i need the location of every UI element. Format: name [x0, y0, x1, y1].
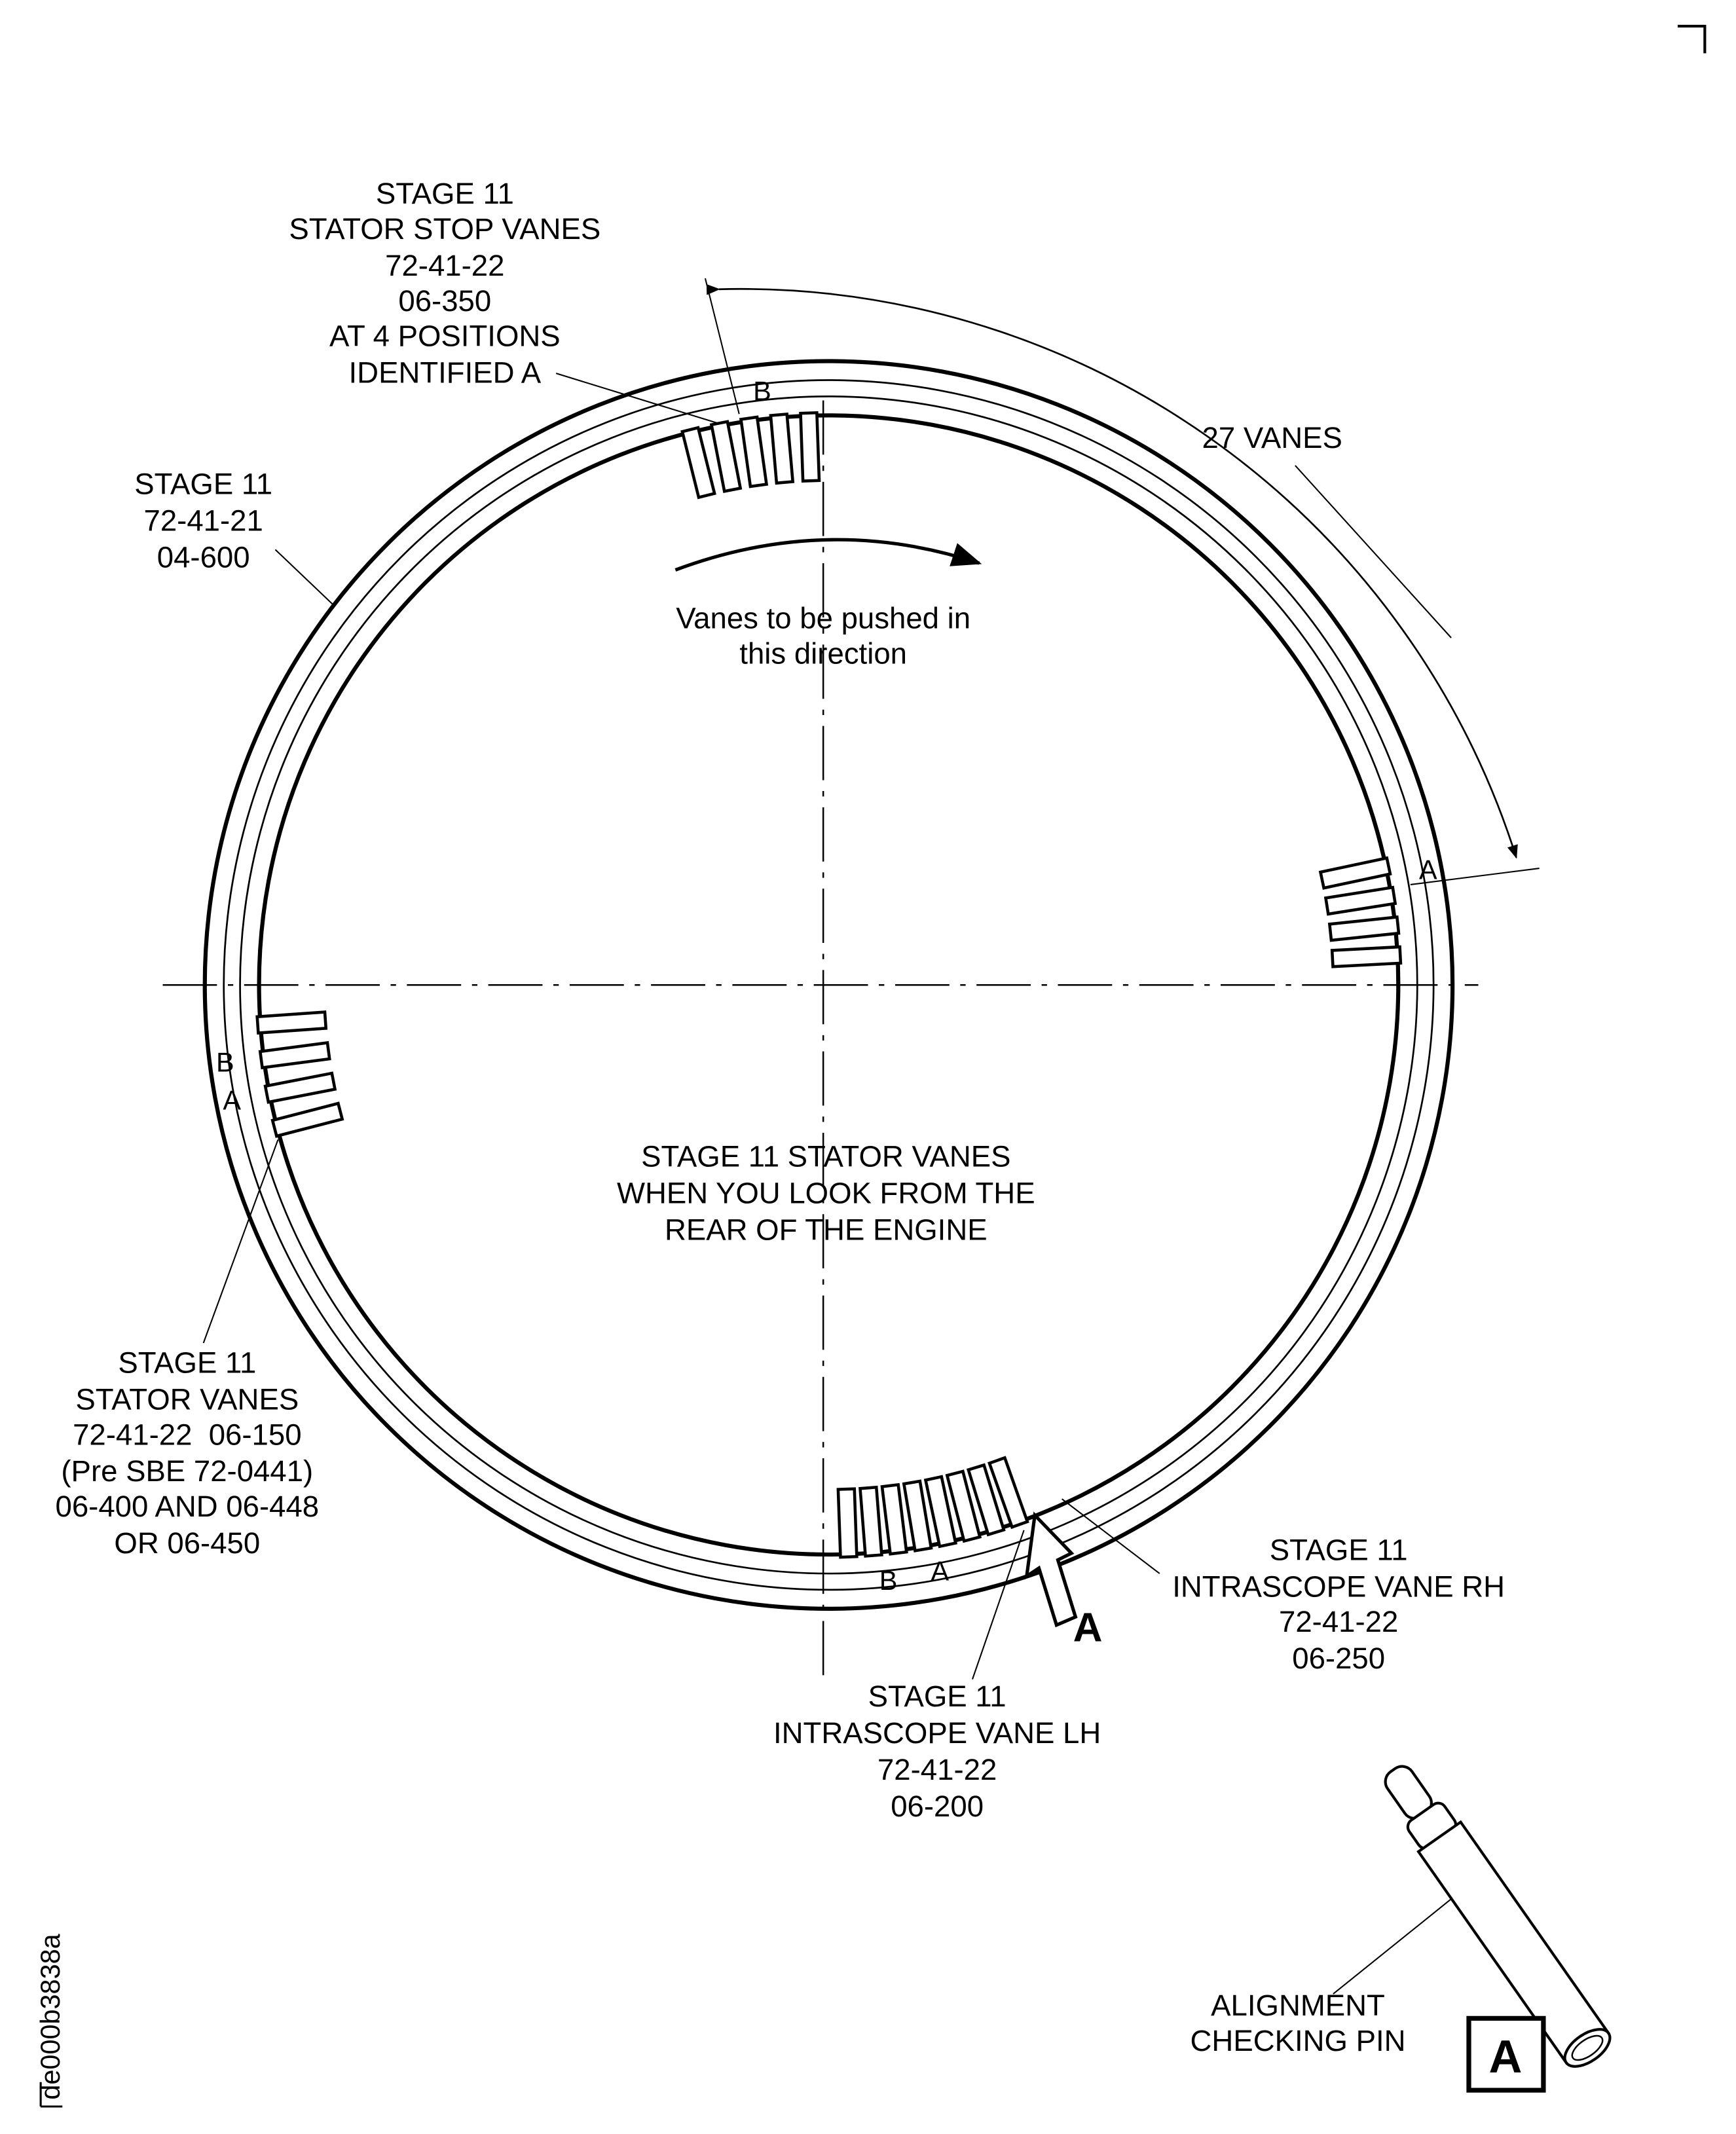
- stator-vane: [1323, 885, 1397, 916]
- intrascope-rh-label: STAGE 11 INTRASCOPE VANE RH 72-41-22 06-…: [1172, 1533, 1505, 1675]
- casing-label: STAGE 11 72-41-21 04-600: [134, 467, 272, 574]
- vane-count-label: 27 VANES: [1202, 421, 1342, 454]
- view-a-box: [1466, 2015, 1546, 2093]
- view-a-arrow-icon: [1024, 1511, 1078, 1628]
- stator-vane: [945, 1469, 982, 1543]
- stator-vane: [270, 1101, 344, 1138]
- vane-group-bottom: [836, 1456, 1029, 1559]
- alignment-pin-leader: [1333, 1898, 1452, 1995]
- ring-mark-top-b: B: [753, 377, 771, 407]
- title-line: REAR OF THE ENGINE: [665, 1213, 988, 1247]
- title-line: WHEN YOU LOOK FROM THE: [617, 1177, 1035, 1210]
- vane-count-leader: [1295, 465, 1452, 638]
- alignment-pin-label-line: CHECKING PIN: [1191, 2024, 1406, 2057]
- casing-leader: [274, 549, 333, 604]
- stator-vane: [836, 1487, 859, 1559]
- corner-crop-mark: [1677, 24, 1707, 54]
- stator-vane: [859, 1485, 883, 1558]
- dimension-extension-right: [1410, 868, 1540, 885]
- stator-vanes-label: STAGE 11 STATOR VANES 72-41-22 06-150 (P…: [56, 1346, 320, 1560]
- doc-id-mark: [39, 2082, 63, 2108]
- stator-vane: [1330, 945, 1403, 968]
- label-line: 06-350: [398, 284, 491, 318]
- label-line: AT 4 POSITIONS: [329, 320, 561, 353]
- diagram-title: STAGE 11 STATOR VANES WHEN YOU LOOK FROM…: [617, 1140, 1035, 1247]
- ring-mark-bottom-b: B: [879, 1566, 898, 1596]
- stator-vane: [739, 415, 769, 488]
- label-line: OR 06-450: [114, 1526, 260, 1560]
- label-line: 72-41-21: [144, 504, 263, 537]
- stator-vane: [966, 1463, 1006, 1537]
- stator-vane: [709, 420, 743, 493]
- label-line: STAGE 11: [118, 1346, 256, 1380]
- stop-vanes-label: STAGE 11 STATOR STOP VANES 72-41-22 06-3…: [289, 177, 600, 389]
- label-line: 72-41-22: [1279, 1605, 1398, 1638]
- view-a-box-label: A: [1488, 2031, 1522, 2082]
- view-arrow-label: A: [1073, 1606, 1103, 1651]
- push-direction-line-2: this direction: [739, 636, 907, 670]
- vane-group-right: [1318, 856, 1403, 968]
- ring-mark-bottom-a: A: [931, 1556, 949, 1586]
- stator-vane: [769, 412, 795, 485]
- stator-vane: [680, 426, 716, 500]
- vane-group-top: [680, 411, 821, 500]
- dimension-extension-top: [704, 278, 740, 414]
- label-line: 06-200: [891, 1790, 984, 1823]
- intrascope-lh-label: STAGE 11 INTRASCOPE VANE LH 72-41-22 06-…: [773, 1680, 1101, 1823]
- label-line: 04-600: [157, 540, 250, 574]
- label-line: IDENTIFIED A: [349, 356, 542, 390]
- vane-group-left: [255, 1010, 344, 1138]
- stator-vane: [799, 411, 821, 483]
- alignment-pin-label-line: ALIGNMENT: [1211, 1989, 1385, 2022]
- push-direction-line-1: Vanes to be pushed in: [676, 602, 970, 635]
- label-line: INTRASCOPE VANE LH: [773, 1716, 1101, 1750]
- label-line: 06-250: [1292, 1642, 1385, 1675]
- label-line: 72-41-22: [385, 249, 504, 282]
- label-line: STATOR STOP VANES: [289, 212, 600, 246]
- label-line: STAGE 11: [376, 177, 514, 210]
- label-line: STATOR VANES: [75, 1382, 299, 1416]
- label-line: STAGE 11: [134, 467, 272, 500]
- push-direction-arrow-icon: [674, 538, 982, 572]
- label-line: 72-41-22 06-150: [73, 1418, 301, 1451]
- ring-mark-left-b: B: [216, 1048, 234, 1078]
- vane-count-arc-arrow: [706, 284, 1518, 859]
- stator-vane: [255, 1010, 328, 1035]
- stator-vane: [263, 1071, 337, 1104]
- alignment-pin-icon: [1384, 1765, 1612, 2068]
- label-line: INTRASCOPE VANE RH: [1172, 1570, 1505, 1603]
- stator-vane: [258, 1040, 331, 1070]
- stator-vane: [1327, 915, 1401, 942]
- intrascope-lh-leader: [971, 1530, 1025, 1680]
- ring-mark-left-a: A: [223, 1086, 241, 1116]
- stator-vanes-leader: [202, 1139, 279, 1344]
- document-id: de000b3838a: [35, 1933, 65, 2099]
- stator-vane: [902, 1479, 933, 1553]
- label-line: STAGE 11: [1270, 1533, 1408, 1566]
- stator-vane: [923, 1475, 958, 1549]
- stator-vane: [880, 1482, 908, 1556]
- ring-mark-right-a: A: [1419, 855, 1437, 885]
- label-line: STAGE 11: [868, 1680, 1007, 1713]
- stator-vane: [987, 1456, 1029, 1530]
- title-line: STAGE 11 STATOR VANES: [641, 1140, 1010, 1173]
- label-line: (Pre SBE 72-0441): [61, 1454, 313, 1488]
- intrascope-rh-leader: [1062, 1498, 1160, 1574]
- label-line: 72-41-22: [877, 1753, 997, 1786]
- stator-vane: [1318, 856, 1392, 890]
- stop-vanes-leader: [555, 373, 719, 424]
- label-line: 06-400 AND 06-448: [56, 1490, 320, 1523]
